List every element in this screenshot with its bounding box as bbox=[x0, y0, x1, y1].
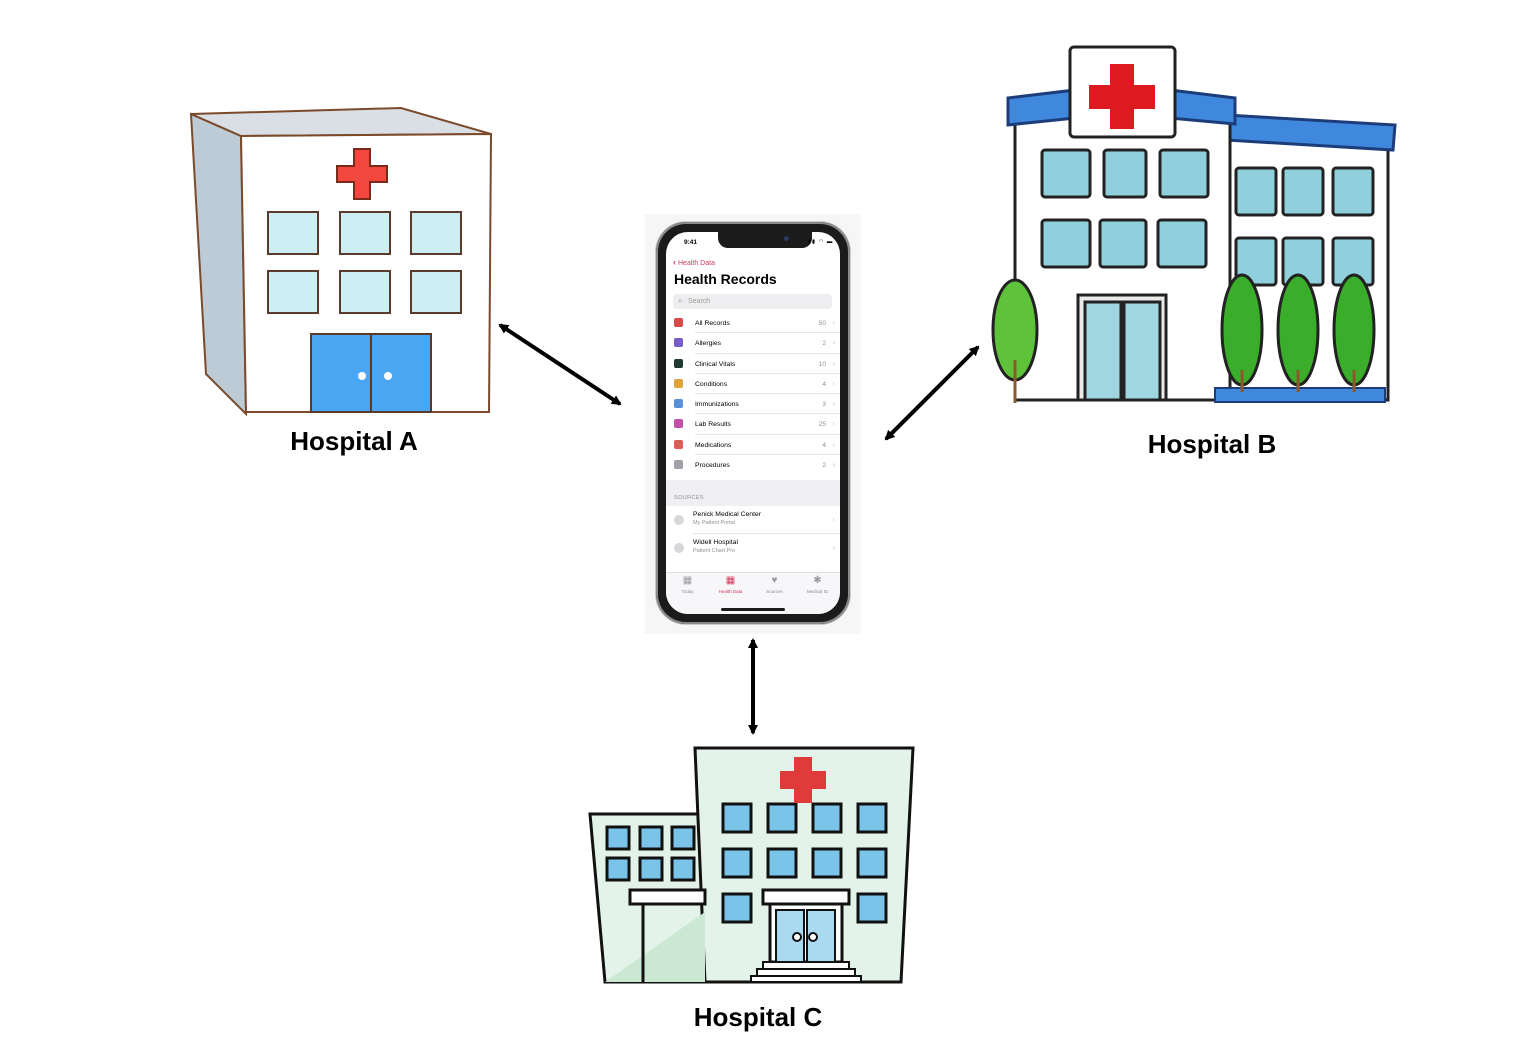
arrow-hospital-b-phone bbox=[884, 345, 980, 441]
chevron-right-icon: › bbox=[832, 419, 835, 429]
divider bbox=[695, 352, 840, 354]
today-icon: ▦ bbox=[682, 575, 693, 586]
record-row-medications[interactable]: Medications 4 › bbox=[666, 435, 840, 456]
source-row-widell[interactable]: Widell Hospital Patient Chart Pro › bbox=[666, 534, 840, 562]
chevron-right-icon: › bbox=[832, 318, 835, 327]
tab-bar: ▦ Today ▦ Health Data ♥ Sources ✱ Medica… bbox=[666, 572, 840, 614]
chevron-right-icon: › bbox=[832, 460, 835, 470]
tab-label: Today bbox=[681, 589, 694, 594]
records-list: All Records 50 › Allergies 2 › Clinical … bbox=[666, 313, 840, 475]
record-row-clinical-vitals[interactable]: Clinical Vitals 10 › bbox=[666, 354, 840, 374]
record-label: Conditions bbox=[695, 380, 728, 388]
source-name: Penick Medical Center bbox=[693, 511, 761, 518]
source-subtitle: Patient Chart Pro bbox=[693, 548, 736, 554]
record-label: Lab Results bbox=[695, 421, 731, 429]
health-data-icon: ▦ bbox=[725, 575, 736, 586]
record-label: Clinical Vitals bbox=[695, 360, 736, 368]
record-row-all-records[interactable]: All Records 50 › bbox=[666, 313, 840, 334]
divider bbox=[695, 454, 840, 456]
camera-icon bbox=[784, 236, 789, 241]
source-subtitle: My Patient Portal bbox=[693, 520, 735, 526]
record-row-immunizations[interactable]: Immunizations 3 › bbox=[666, 394, 840, 415]
source-name: Widell Hospital bbox=[693, 539, 738, 546]
stethoscope-icon bbox=[674, 378, 683, 388]
hospital-b-illustration bbox=[991, 45, 1397, 403]
record-row-lab-results[interactable]: Lab Results 25 › bbox=[666, 414, 840, 435]
calendar-icon bbox=[674, 318, 683, 327]
status-signal-icons: ▮▮ ◠ ▬ bbox=[808, 239, 834, 245]
tab-label: Medical ID bbox=[806, 589, 829, 594]
search-placeholder: Search bbox=[688, 297, 711, 305]
search-icon: ⌕ bbox=[678, 296, 683, 305]
record-count: 2 bbox=[822, 340, 826, 348]
allergy-icon bbox=[674, 338, 683, 348]
record-count: 2 bbox=[822, 462, 826, 470]
tab-label: Sources bbox=[766, 589, 783, 594]
record-count: 25 bbox=[818, 421, 826, 429]
record-count: 50 bbox=[818, 320, 826, 327]
sources-icon: ♥ bbox=[771, 575, 778, 586]
chevron-right-icon: › bbox=[832, 358, 835, 368]
hospital-c-label: Hospital C bbox=[693, 1002, 823, 1032]
divider bbox=[695, 433, 840, 435]
tab-medical-id[interactable]: ✱ Medical ID bbox=[796, 575, 839, 595]
hospital-a-label: Hospital A bbox=[290, 426, 418, 456]
chevron-right-icon: › bbox=[832, 543, 835, 552]
syringe-icon bbox=[674, 399, 683, 409]
record-count: 3 bbox=[822, 401, 826, 409]
arrow-hospital-a-phone bbox=[498, 323, 622, 406]
tab-health-data[interactable]: ▦ Health Data bbox=[709, 575, 752, 595]
phone-screen: 9:41 ▮▮ ◠ ▬ ‹Health Data Health Records … bbox=[666, 232, 840, 614]
page-title: Health Records bbox=[674, 271, 777, 287]
vitals-icon bbox=[674, 358, 683, 368]
hospital-a-illustration bbox=[189, 106, 493, 416]
chevron-right-icon: › bbox=[832, 515, 835, 524]
divider bbox=[695, 372, 840, 374]
source-avatar bbox=[674, 515, 684, 525]
medical-id-icon: ✱ bbox=[813, 575, 822, 586]
record-row-procedures[interactable]: Procedures 2 › bbox=[666, 455, 840, 475]
chevron-right-icon: › bbox=[832, 399, 835, 409]
status-time: 9:41 bbox=[684, 239, 698, 246]
tab-label: Health Data bbox=[718, 589, 743, 594]
record-count: 4 bbox=[822, 380, 826, 388]
record-label: Medications bbox=[695, 441, 732, 449]
hospital-b-label: Hospital B bbox=[1147, 429, 1277, 459]
source-row-penick[interactable]: Penick Medical Center My Patient Portal … bbox=[666, 506, 840, 534]
divider bbox=[695, 332, 840, 334]
record-label: Immunizations bbox=[695, 401, 739, 409]
chevron-left-icon: ‹ bbox=[673, 257, 676, 267]
record-label: Procedures bbox=[695, 462, 730, 470]
chevron-right-icon: › bbox=[832, 378, 835, 388]
divider bbox=[695, 393, 840, 395]
chevron-right-icon: › bbox=[832, 439, 835, 449]
back-label: Health Data bbox=[678, 260, 715, 267]
divider bbox=[693, 533, 840, 534]
hospital-c-illustration bbox=[588, 746, 915, 984]
record-count: 10 bbox=[818, 360, 826, 368]
sources-title: SOURCES bbox=[674, 495, 704, 501]
source-avatar bbox=[674, 543, 684, 553]
chevron-right-icon: › bbox=[832, 338, 835, 348]
tab-sources[interactable]: ♥ Sources bbox=[753, 575, 796, 595]
record-row-allergies[interactable]: Allergies 2 › bbox=[666, 333, 840, 354]
divider bbox=[695, 413, 840, 415]
record-label: Allergies bbox=[695, 340, 722, 348]
phone-frame: 9:41 ▮▮ ◠ ▬ ‹Health Data Health Records … bbox=[656, 222, 850, 624]
tab-today[interactable]: ▦ Today bbox=[666, 575, 709, 595]
record-label: All Records bbox=[695, 320, 730, 327]
clipboard-icon bbox=[674, 460, 683, 470]
back-button[interactable]: ‹Health Data bbox=[673, 257, 715, 267]
record-count: 4 bbox=[822, 441, 826, 449]
search-input[interactable]: ⌕ Search bbox=[673, 294, 832, 309]
phone-mockup: 9:41 ▮▮ ◠ ▬ ‹Health Data Health Records … bbox=[645, 214, 861, 634]
home-indicator bbox=[721, 608, 785, 611]
pill-icon bbox=[674, 439, 683, 449]
record-row-conditions[interactable]: Conditions 4 › bbox=[666, 374, 840, 395]
phone-notch bbox=[718, 232, 812, 248]
test-tube-icon bbox=[674, 419, 683, 429]
sources-section-header: SOURCES bbox=[666, 480, 840, 506]
